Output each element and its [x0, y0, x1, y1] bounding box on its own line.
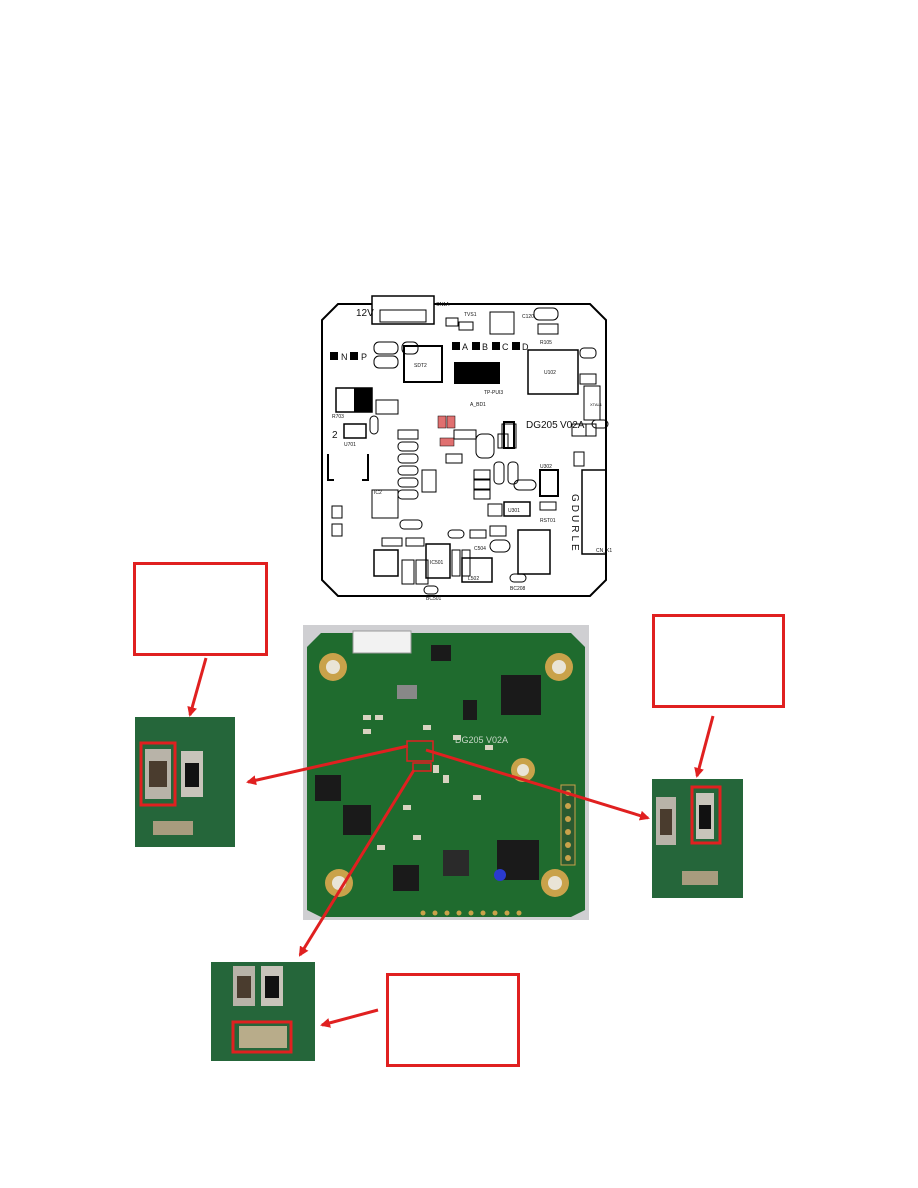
c-label: C: [502, 342, 509, 352]
regulator-label: U102: [544, 370, 556, 376]
zoom-inset-bottom: [211, 962, 315, 1061]
ic501-label: IC501: [430, 560, 444, 566]
c120-label: C120: [522, 314, 534, 320]
voltage-label: 12V: [356, 308, 374, 319]
bc208-label: BC208: [510, 586, 526, 592]
pcb-photo-render: DG205 V02A: [303, 625, 589, 920]
board-name-label: DG205: [526, 420, 558, 431]
cn-k1-label: CN_K1: [596, 548, 612, 554]
rst-label: RST01: [540, 518, 556, 524]
u302-label: U302: [540, 464, 552, 470]
tp-label: TP-PUI3: [484, 390, 503, 396]
u701-label: U701: [344, 442, 356, 448]
connector-top-label: CN1A: [436, 302, 450, 308]
xtal-label: XTAL1: [590, 402, 603, 407]
arrow-left-box-to-inset: [187, 657, 208, 717]
l502-label: L502: [468, 576, 479, 582]
r703-label: R703: [332, 414, 344, 420]
c504-label: C504: [474, 546, 486, 552]
vertical-silkscreen-text: GDURLE: [569, 494, 580, 554]
photo-board-text: DG205 V02A: [455, 735, 508, 745]
abd-label: A_BD1: [470, 402, 486, 408]
pcb-silkscreen-diagram: 12V CN1A TVS1 N P SDT2 A B C D C120 R105…: [321, 295, 612, 602]
a-label: A: [462, 342, 468, 352]
r105-label: R105: [540, 340, 552, 346]
p-label: P: [361, 352, 367, 362]
d-label: D: [522, 342, 529, 352]
ic2-label: IC2: [374, 490, 382, 496]
transistor-label: SDT2: [414, 363, 427, 369]
number-2-label: 2: [332, 430, 338, 441]
callout-box-left: [133, 562, 268, 656]
zoom-inset-right: [652, 779, 743, 898]
arrow-right-box-to-inset: [694, 715, 715, 778]
callout-box-right: [652, 614, 785, 708]
tvs-label: TVS1: [464, 312, 477, 318]
b-label: B: [482, 342, 488, 352]
u301-label: U301: [508, 508, 520, 514]
pcb-photo: DG205 V02A: [303, 625, 589, 920]
bc501-label: BC501: [426, 596, 442, 602]
arrow-bottom-box-to-inset: [320, 1008, 379, 1028]
callout-box-bottom: [386, 973, 520, 1067]
zoom-inset-left: [135, 717, 235, 847]
n-label: N: [341, 352, 348, 362]
